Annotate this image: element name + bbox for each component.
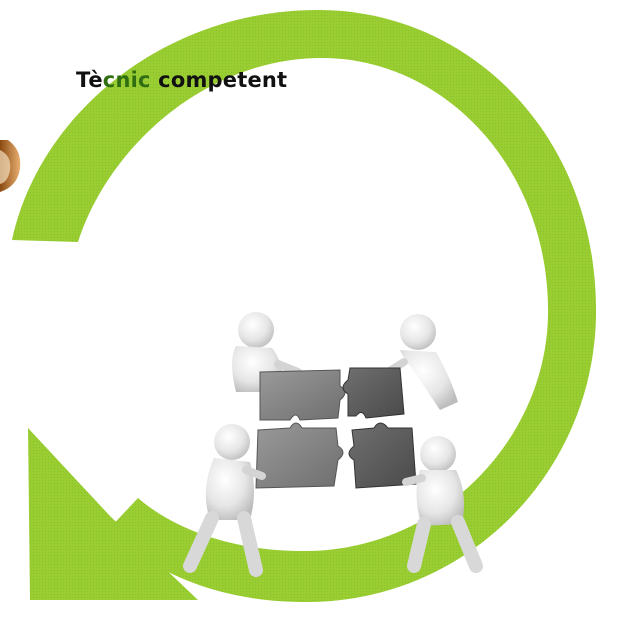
partial-object-icon — [0, 140, 21, 192]
puzzle-piece-top-left — [259, 369, 346, 421]
figure-bottom-right — [402, 436, 483, 573]
circular-arrow — [12, 9, 597, 603]
title-part-1: Tè — [76, 68, 103, 92]
page-title: Tècnic competent — [76, 68, 287, 92]
title-part-2: competent — [150, 68, 288, 92]
figure-bottom-left — [183, 424, 266, 577]
team-puzzle-illustration — [183, 312, 483, 577]
puzzle-piece-top-right — [342, 367, 405, 419]
title-highlight: cnic — [102, 68, 151, 92]
puzzle-piece-bottom-right — [348, 422, 417, 489]
puzzle-piece-bottom-left — [255, 422, 344, 489]
